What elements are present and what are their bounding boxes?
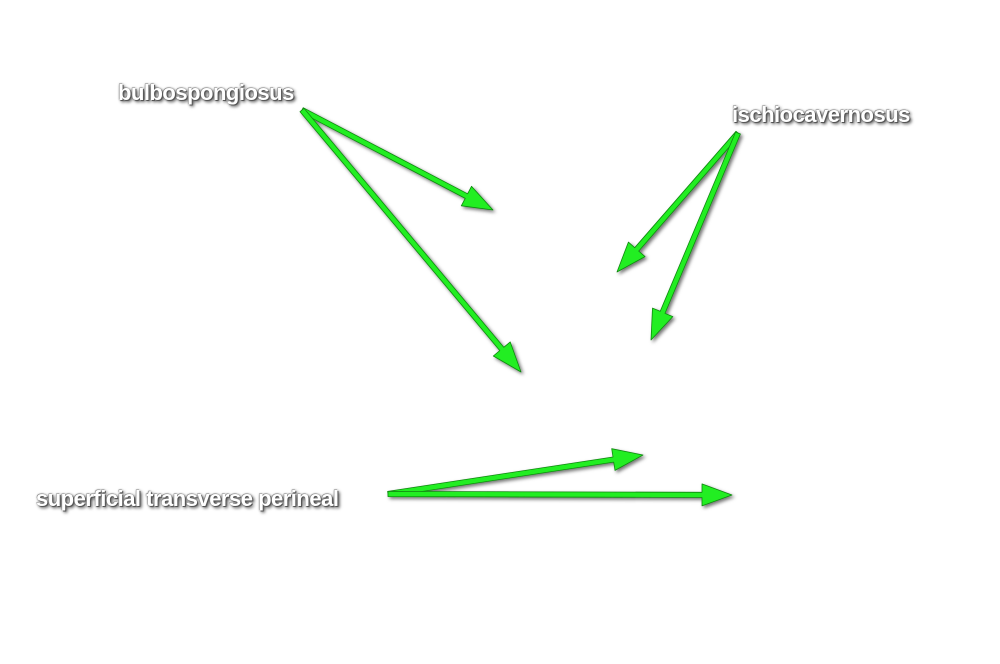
arrow-stp-lower xyxy=(387,483,733,507)
label-ischiocavernosus: ischiocavernosus xyxy=(732,102,910,127)
arrow-bulbospongiosus-lower xyxy=(299,107,522,373)
label-superficial-transverse-perineal: superficial transverse perineal xyxy=(36,486,339,511)
arrow-bulbospongiosus-upper xyxy=(300,107,494,211)
arrow-ischiocavernosus-right xyxy=(650,131,741,341)
label-bulbospongiosus: bulbospongiosus xyxy=(118,80,294,105)
arrow-stp-upper xyxy=(387,448,644,498)
arrow-ischiocavernosus-left xyxy=(616,130,741,273)
